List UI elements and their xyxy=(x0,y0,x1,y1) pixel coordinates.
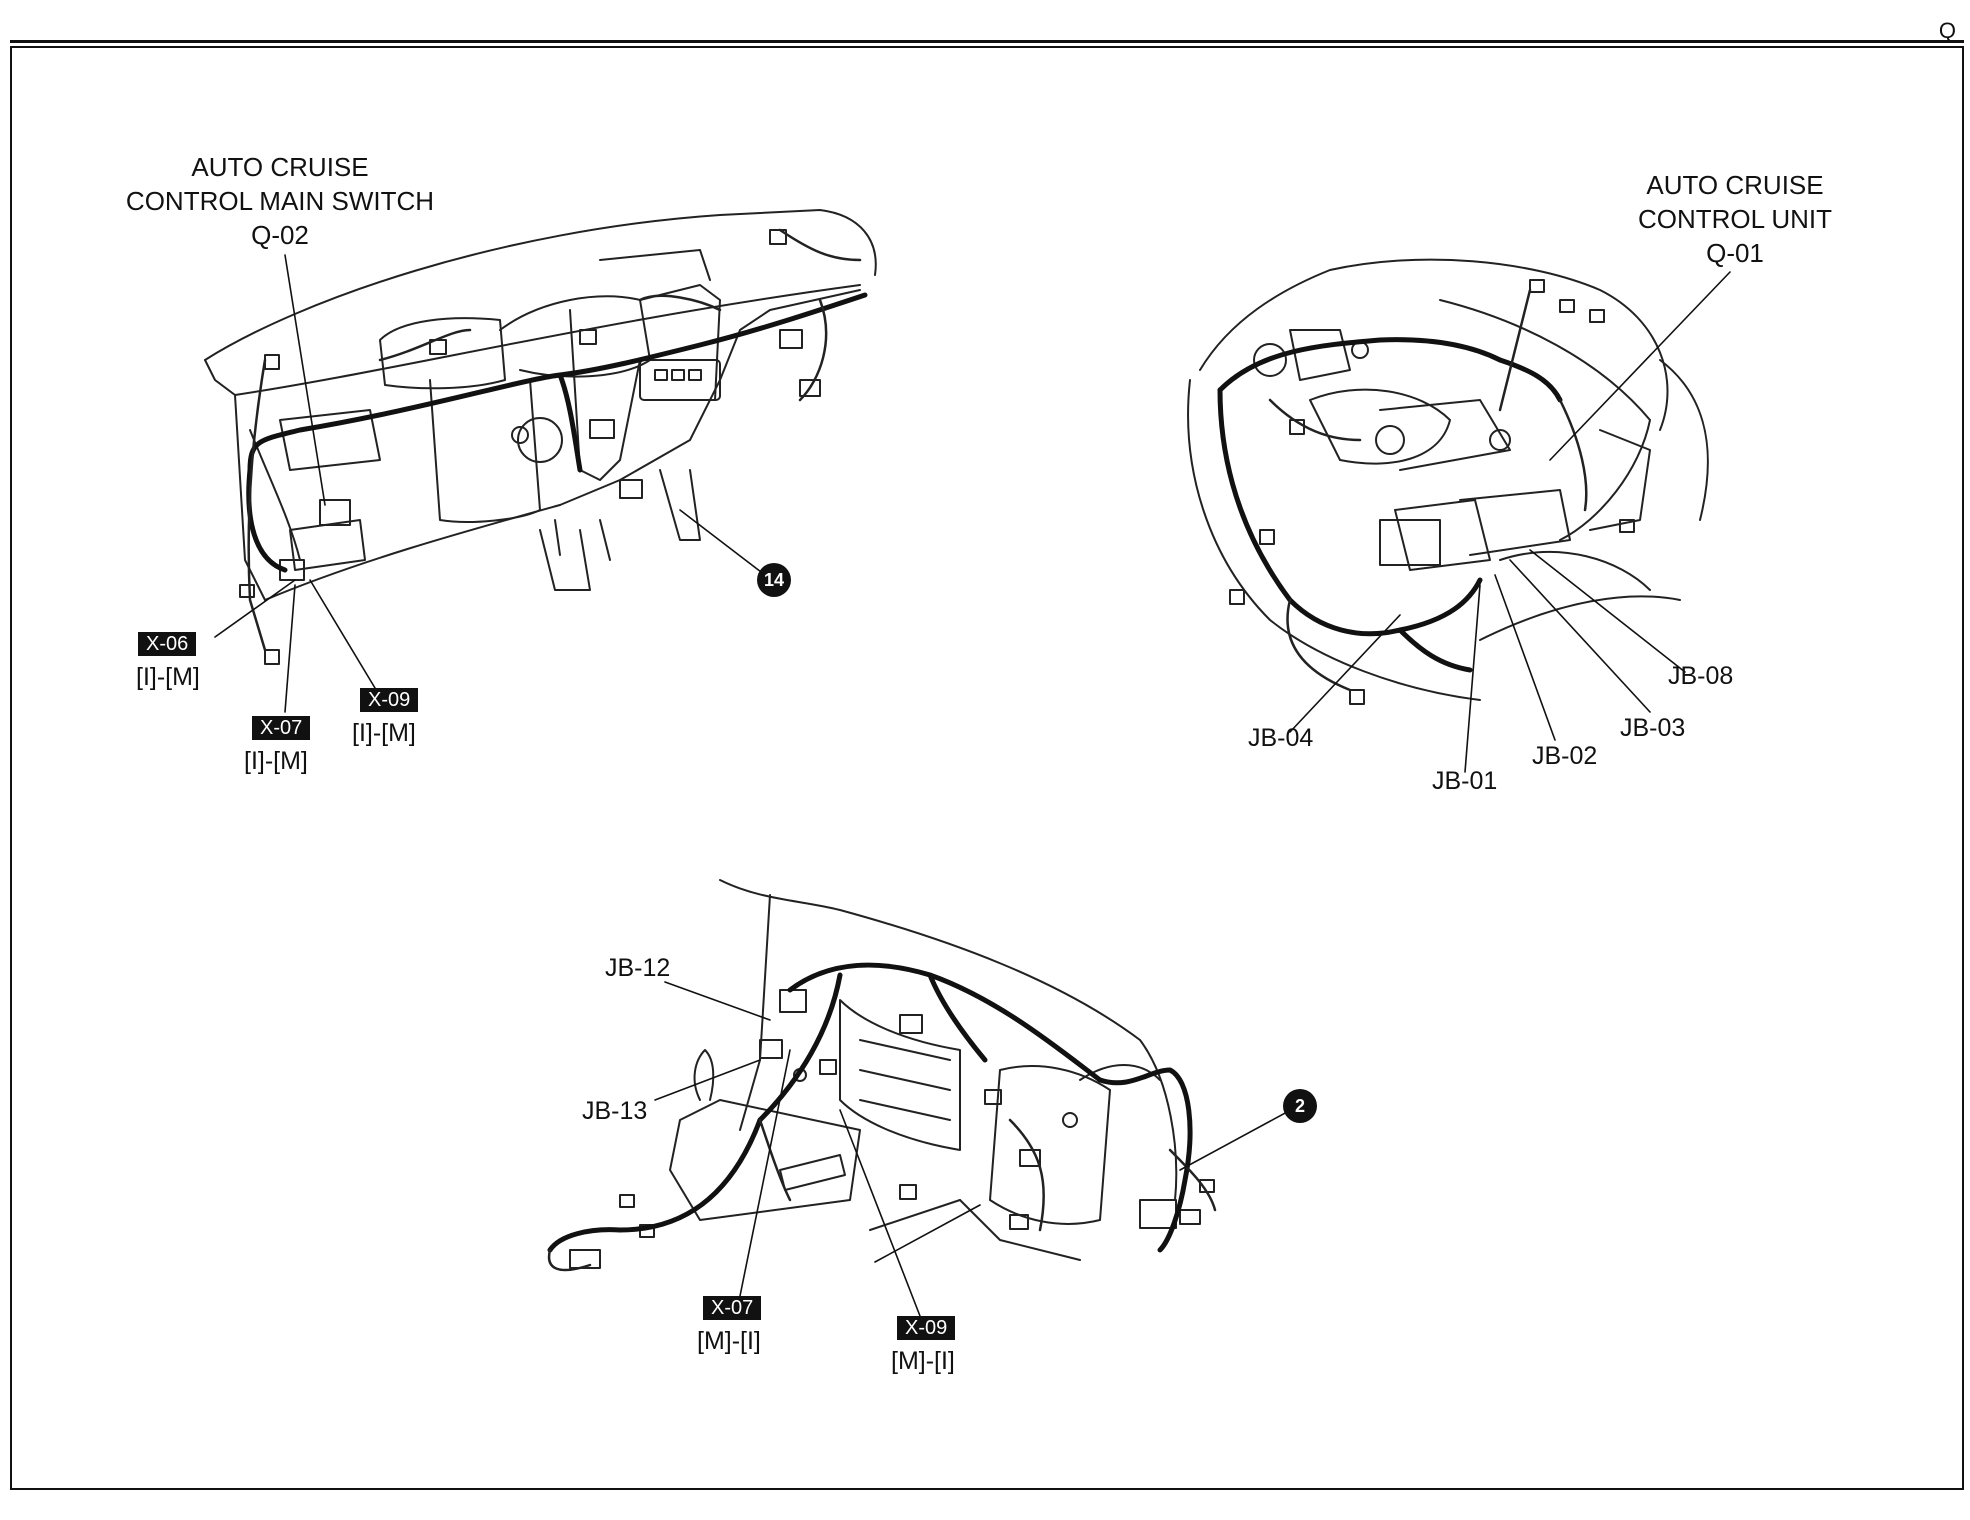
dashboard-harness xyxy=(246,292,868,573)
main-switch-title-line-1: AUTO CRUISE xyxy=(191,152,369,182)
connector-tag-x07-floor: X-07 xyxy=(703,1296,762,1320)
connector-pins-x09-floor: [M]-[I] xyxy=(891,1347,955,1375)
junction-label-jb03: JB-03 xyxy=(1620,714,1686,742)
floor-leaders xyxy=(654,981,1301,1317)
connector-tag-x09-dash: X-09 xyxy=(360,688,419,712)
connector-tag-x07-dash: X-07 xyxy=(252,716,311,740)
floor-harness xyxy=(547,962,1193,1253)
main-switch-connector-code: Q-02 xyxy=(251,220,309,250)
control-unit-title: AUTO CRUISE CONTROL UNIT Q-01 xyxy=(1600,168,1870,270)
dashboard-leaders xyxy=(214,254,766,713)
control-unit-title-line-1: AUTO CRUISE xyxy=(1646,170,1824,200)
connector-pins-x07-floor: [M]-[I] xyxy=(697,1327,761,1355)
diagram-frame xyxy=(10,46,1964,1490)
connector-pins-x06: [I]-[M] xyxy=(136,663,200,691)
junction-label-jb04: JB-04 xyxy=(1248,724,1314,752)
junction-label-jb02: JB-02 xyxy=(1532,742,1598,770)
connector-pins-x09-dash: [I]-[M] xyxy=(352,719,416,747)
connector-tag-x09-floor: X-09 xyxy=(897,1316,956,1340)
main-switch-title-line-2: CONTROL MAIN SWITCH xyxy=(125,186,435,216)
callout-marker-2: 2 xyxy=(1283,1089,1317,1123)
junction-label-jb08: JB-08 xyxy=(1668,662,1734,690)
dashboard-drawing xyxy=(204,209,877,665)
engine-bay-leaders xyxy=(1289,271,1731,773)
control-unit-title-line-2: CONTROL UNIT xyxy=(1637,204,1833,234)
callout-marker-14: 14 xyxy=(757,563,791,597)
control-unit-connector-code: Q-01 xyxy=(1706,238,1764,268)
connector-pins-x07-dash: [I]-[M] xyxy=(244,747,308,775)
connector-tag-x06: X-06 xyxy=(138,632,197,656)
top-rule xyxy=(10,40,1964,43)
junction-label-jb01: JB-01 xyxy=(1432,767,1498,795)
main-switch-title: AUTO CRUISE CONTROL MAIN SWITCH Q-02 xyxy=(95,150,465,252)
page-section-letter: Q xyxy=(1938,18,1956,43)
junction-label-jb13: JB-13 xyxy=(582,1097,648,1125)
engine-bay-harness xyxy=(1217,337,1563,673)
engine-bay-drawing xyxy=(1187,258,1709,705)
floor-drawing xyxy=(569,879,1215,1269)
junction-label-jb12: JB-12 xyxy=(605,954,671,982)
